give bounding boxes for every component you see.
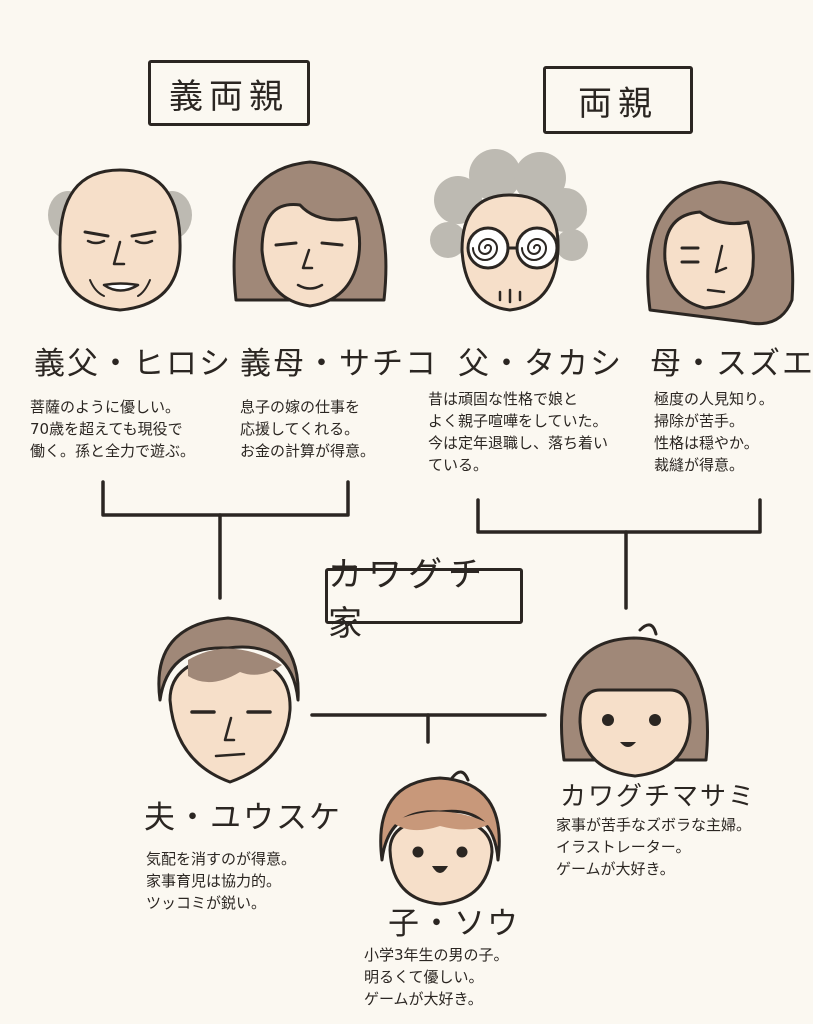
husband-description: 気配を消すのが得意。 家事育児は協力的。 ツッコミが鋭い。	[146, 848, 296, 914]
description-line: ゲームが大好き。	[556, 860, 675, 878]
description-line: 菩薩のように優しい。	[30, 398, 181, 416]
description-line: ている。	[428, 456, 489, 474]
description-line: 働く。孫と全力で遊ぶ。	[30, 442, 196, 460]
description-line: 昔は頑固な性格で娘と	[428, 390, 579, 408]
mother-in-law-face	[232, 160, 388, 308]
description-line: 今は定年退職し、落ち着い	[428, 434, 609, 452]
in-laws-group-label: 義両親	[148, 60, 310, 126]
father-in-law-face	[48, 168, 192, 312]
father-face	[430, 149, 588, 312]
connector-lines	[101, 480, 762, 744]
description-line: 息子の嫁の仕事を	[240, 398, 361, 416]
description-line: ゲームが大好き。	[364, 990, 483, 1008]
description-line: 掃除が苦手。	[654, 412, 745, 430]
author-name: カワグチマサミ	[560, 782, 757, 812]
parents-bracket	[476, 498, 762, 534]
author-description: 家事が苦手なズボラな主婦。 イラストレーター。 ゲームが大好き。	[556, 814, 751, 880]
description-line: 気配を消すのが得意。	[146, 850, 297, 868]
father-description: 昔は頑固な性格で娘と よく親子喧嘩をしていた。 今は定年退職し、落ち着い ている…	[428, 388, 608, 476]
child-face	[379, 770, 501, 906]
description-line: 裁縫が得意。	[654, 456, 745, 474]
description-line: 家事育児は協力的。	[146, 872, 282, 890]
mother-face	[646, 180, 795, 326]
parents-group-label: 両親	[543, 66, 693, 134]
child-name: 子・ソウ	[388, 906, 520, 942]
author-face	[560, 623, 709, 778]
child-description: 小学3年生の男の子。 明るくて優しい。 ゲームが大好き。	[364, 944, 509, 1010]
family-group-label: カワグチ家	[325, 555, 523, 644]
description-line: ツッコミが鋭い。	[146, 894, 267, 912]
description-line: よく親子喧嘩をしていた。	[428, 412, 608, 430]
description-line: 性格は穏やか。	[654, 434, 759, 452]
mother-name: 母・スズエ	[650, 346, 813, 382]
mother-description: 極度の人見知り。 掃除が苦手。 性格は穏やか。 裁縫が得意。	[654, 388, 774, 476]
father-name: 父・タカシ	[458, 346, 623, 382]
husband-face	[157, 616, 300, 784]
husband-name: 夫・ユウスケ	[144, 800, 342, 836]
description-line: 小学3年生の男の子。	[364, 946, 509, 964]
mother-in-law-name: 義母・サチコ	[240, 346, 438, 382]
description-line: 応援してくれる。	[240, 420, 360, 438]
description-line: イラストレーター。	[556, 838, 691, 856]
description-line: 家事が苦手なズボラな主婦。	[556, 816, 752, 834]
in-laws-bracket	[101, 480, 350, 517]
description-line: 極度の人見知り。	[654, 390, 774, 408]
father-in-law-description: 菩薩のように優しい。 70歳を超えても現役で 働く。孫と全力で遊ぶ。	[30, 396, 195, 462]
description-line: 明るくて優しい。	[364, 968, 484, 986]
father-in-law-name: 義父・ヒロシ	[34, 346, 232, 382]
description-line: お金の計算が得意。	[240, 442, 376, 460]
mother-in-law-description: 息子の嫁の仕事を 応援してくれる。 お金の計算が得意。	[240, 396, 375, 462]
description-line: 70歳を超えても現役で	[30, 420, 183, 438]
